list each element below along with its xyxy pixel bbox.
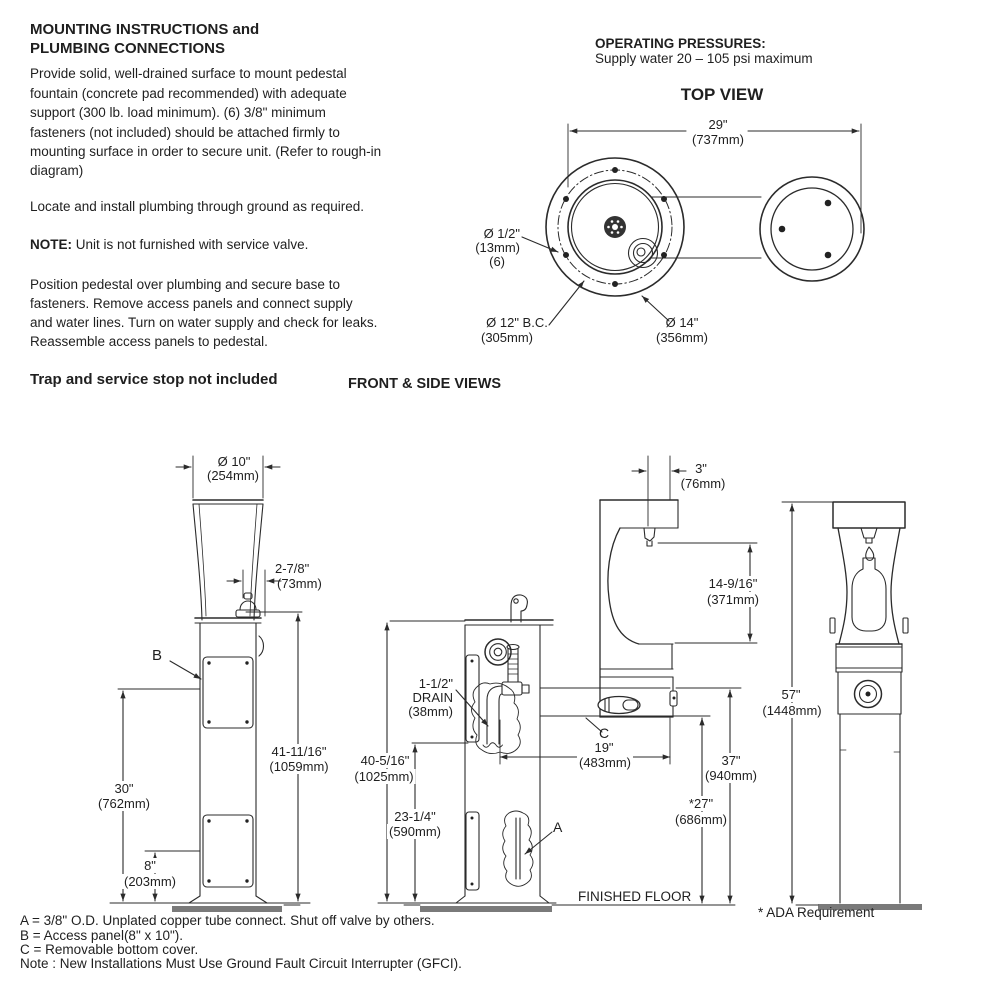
top-view-drawing (522, 124, 864, 325)
legend-c: C = Removable bottom cover. (20, 942, 199, 957)
para1-line2: fountain (concrete pad recommended) with… (30, 86, 347, 101)
drain-line2: DRAIN (412, 690, 453, 705)
label-a: A (553, 819, 563, 835)
dim-8-in: 8" (142, 858, 158, 874)
dim-57-mm: (1448mm) (760, 703, 824, 719)
para1-line5: mounting surface in order to secure unit… (30, 144, 382, 159)
finished-floor-label: FINISHED FLOOR (578, 889, 692, 904)
front-side-views-title: FRONT & SIDE VIEWS (348, 376, 502, 392)
dim-3-in: 3" (695, 461, 707, 476)
dim-29mm: (737mm) (691, 132, 745, 147)
dim-37-mm: (940mm) (702, 768, 760, 784)
dim-19-in: 19" (592, 740, 616, 756)
para1-line1: Provide solid, well-drained surface to m… (30, 66, 347, 81)
note-label: NOTE: (30, 237, 72, 252)
operating-pressures-text: Supply water 20 – 105 psi maximum (595, 51, 813, 66)
note-text: Unit is not furnished with service valve… (72, 237, 309, 252)
legend-gfci: Note : New Installations Must Use Ground… (20, 956, 462, 971)
dia-bc-mm: (305mm) (480, 330, 534, 345)
para1-line6: diagram) (30, 163, 84, 178)
dia-half-line2: (13mm) (475, 240, 520, 255)
dim-40-mm: (1025mm) (352, 769, 416, 785)
dim-8-mm: (203mm) (121, 874, 179, 890)
dim-37-in: 37" (719, 753, 743, 769)
para2-line1: Position pedestal over plumbing and secu… (30, 277, 340, 292)
dia-half-line3: (6) (489, 254, 505, 269)
operating-pressures-title: OPERATING PRESSURES: (595, 36, 766, 51)
dim-14916-mm: (371mm) (704, 592, 762, 608)
para2-line3: and water lines. Turn on water supply an… (30, 315, 378, 330)
dia-half-line1: Ø 1/2" (483, 226, 520, 241)
dim-27-mm: (686mm) (672, 812, 730, 828)
label-c: C (599, 725, 610, 741)
legend-a: A = 3/8" O.D. Unplated copper tube conne… (20, 913, 435, 928)
dia-14-mm: (356mm) (655, 330, 709, 345)
dia-10-in: Ø 10" (217, 454, 251, 469)
para1-line3: support (300 lb. load minimum). (6) 3/8"… (30, 105, 326, 120)
mounting-title-line1: MOUNTING INSTRUCTIONS and (30, 21, 260, 38)
para2-line2: fasteners. Remove access panels and conn… (30, 296, 353, 311)
dim-14916-in: 14-9/16" (706, 576, 760, 592)
dia-10-mm: (254mm) (206, 468, 260, 483)
top-view-title: TOP VIEW (680, 85, 764, 104)
para1-line4: fasteners (not included) should be attac… (30, 125, 340, 140)
label-b: B (152, 647, 163, 664)
dim-29in: 29" (706, 117, 730, 133)
dim-41-mm: (1059mm) (267, 759, 331, 775)
service-valve-note: NOTE: Unit is not furnished with service… (30, 237, 308, 253)
dim-30-in: 30" (112, 781, 136, 797)
bottle-filler-side-drawing (500, 456, 757, 905)
dim-57-in: 57" (779, 687, 803, 703)
dim-278-in: 2-7/8" (275, 561, 310, 576)
drain-line3: (38mm) (408, 704, 453, 719)
dim-23-in: 23-1/4" (392, 809, 438, 825)
dia-14-in: Ø 14" (665, 315, 699, 330)
drain-line1: 1-1/2" (418, 676, 453, 691)
dim-40-in: 40-5/16" (358, 753, 412, 769)
dim-41-in: 41-11/16" (269, 744, 329, 760)
dim-23-mm: (590mm) (386, 824, 444, 840)
para2-line4: Reassemble access panels to pedestal. (30, 334, 268, 349)
dim-278-mm: (73mm) (277, 576, 322, 591)
dim-19-mm: (483mm) (576, 755, 634, 771)
dia-bc-in: Ø 12" B.C. (486, 315, 548, 330)
trap-note: Trap and service stop not included (30, 371, 278, 388)
legend-b: B = Access panel(8" x 10"). (20, 928, 184, 943)
dim-3-mm: (76mm) (680, 476, 726, 491)
dim-27-in: *27" (686, 796, 716, 812)
dim-30-mm: (762mm) (95, 796, 153, 812)
ada-requirement-note: * ADA Requirement (758, 905, 875, 920)
mounting-title-line2: PLUMBING CONNECTIONS (30, 40, 225, 57)
locate-plumbing-line: Locate and install plumbing through grou… (30, 199, 364, 214)
front-view-drawing (110, 456, 310, 912)
